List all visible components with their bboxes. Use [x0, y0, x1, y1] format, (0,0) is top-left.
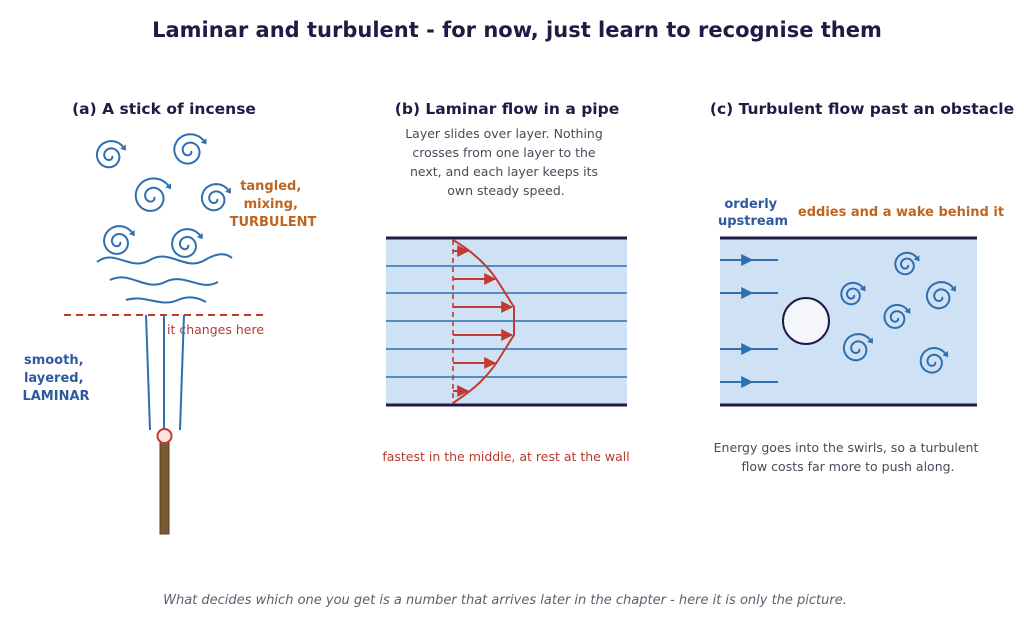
swirl-arrowhead	[196, 233, 203, 240]
caption-line: flow costs far more to push along.	[741, 459, 954, 474]
swirl-path	[200, 183, 229, 212]
swirl-path	[95, 140, 124, 169]
laminar-label-line: LAMINAR	[22, 389, 89, 404]
swirl-path	[173, 133, 205, 165]
swirl-arrowhead	[120, 144, 126, 151]
wavy-line	[109, 276, 219, 286]
swirl-eddy-icon	[173, 133, 207, 165]
swirl-arrowhead	[867, 337, 873, 344]
description-line: Layer slides over layer. Nothing	[405, 126, 603, 141]
swirl-eddy-icon	[894, 251, 920, 276]
page-title: Laminar and turbulent - for now, just le…	[152, 18, 882, 42]
swirl-arrowhead	[904, 307, 911, 314]
velocity-arrows	[453, 245, 514, 397]
swirl-arrowhead	[200, 138, 207, 145]
swirl-eddy-icon	[919, 346, 949, 374]
incense-stick-icon	[159, 439, 170, 535]
swirl-eddy-icon	[171, 228, 203, 258]
laminar-label: smooth, layered, LAMINAR	[22, 353, 89, 404]
panel-b-caption: fastest in the middle, at rest at the wa…	[382, 449, 629, 464]
swirl-arrowhead	[165, 183, 172, 190]
velocity-profile-curve	[452, 239, 515, 404]
channel-interior	[720, 238, 977, 405]
swirl-arrowhead	[859, 285, 866, 292]
laminar-label-line: layered,	[24, 371, 84, 386]
swirl-path	[842, 333, 871, 362]
panel-c-title: (c) Turbulent flow past an obstacle	[710, 100, 1014, 118]
description-line: crosses from one layer to the	[412, 145, 596, 160]
upstream-label-line: orderly	[724, 197, 777, 212]
swirl-eddy-icon	[842, 333, 873, 362]
description-line: own steady speed.	[447, 183, 565, 198]
turbulent-label-line: tangled,	[240, 179, 301, 194]
swirl-eddy-icon	[200, 183, 231, 212]
footer-note: What decides which one you get is a numb…	[163, 593, 847, 608]
swirl-path	[840, 281, 864, 306]
wake-label: eddies and a wake behind it	[798, 205, 1004, 220]
swirl-eddy-icon	[95, 140, 126, 169]
wake-eddies	[840, 251, 956, 374]
panel-b: (b) Laminar flow in a pipe Layer slides …	[382, 100, 629, 464]
panel-a: (a) A stick of incense it changes here t…	[22, 100, 317, 535]
swirl-arrowhead	[225, 187, 231, 194]
smoke-wavy-lines	[96, 253, 233, 304]
swirl-eddy-icon	[883, 303, 911, 329]
swirl-arrowhead	[913, 255, 920, 262]
panel-c-caption: Energy goes into the swirls, so a turbul…	[714, 440, 983, 474]
panel-c: (c) Turbulent flow past an obstacle orde…	[710, 100, 1014, 474]
panel-b-description: Layer slides over layer. Nothing crosses…	[405, 126, 607, 198]
swirl-eddy-icon	[925, 281, 956, 310]
panel-b-title: (b) Laminar flow in a pipe	[395, 100, 619, 118]
swirl-eddy-icon	[134, 177, 172, 212]
turbulent-label-line: TURBULENT	[230, 215, 317, 230]
laminar-stream	[179, 314, 185, 431]
swirl-path	[134, 177, 169, 212]
swirl-eddy-icon	[103, 225, 135, 255]
flow-layers	[386, 265, 627, 378]
incense-tip	[156, 428, 173, 444]
wavy-line	[125, 296, 207, 304]
swirl-path	[919, 346, 946, 374]
swirl-arrowhead	[128, 230, 135, 237]
description-line: next, and each layer keeps its	[410, 164, 598, 179]
smoke-eddies	[95, 133, 231, 258]
laminar-label-line: smooth,	[24, 353, 84, 368]
upstream-arrows	[720, 254, 778, 388]
turbulent-label: tangled, mixing, TURBULENT	[230, 179, 317, 230]
wavy-line	[96, 253, 233, 265]
obstacle-circle-icon	[782, 297, 830, 345]
caption-line: Energy goes into the swirls, so a turbul…	[714, 440, 979, 455]
upstream-label: orderly upstream	[718, 197, 788, 229]
transition-note: it changes here	[167, 322, 264, 337]
swirl-eddy-icon	[840, 281, 866, 306]
swirl-path	[171, 228, 201, 258]
swirl-path	[103, 225, 133, 255]
swirl-arrowhead	[942, 351, 949, 358]
laminar-stream	[145, 314, 151, 431]
laminar-smoke-streams	[145, 314, 185, 431]
panel-a-title: (a) A stick of incense	[72, 100, 256, 118]
turbulent-label-line: mixing,	[244, 197, 298, 212]
swirl-path	[883, 303, 909, 329]
swirl-path	[894, 251, 918, 276]
swirl-arrowhead	[950, 285, 956, 292]
upstream-label-line: upstream	[718, 214, 788, 229]
swirl-path	[925, 281, 954, 310]
